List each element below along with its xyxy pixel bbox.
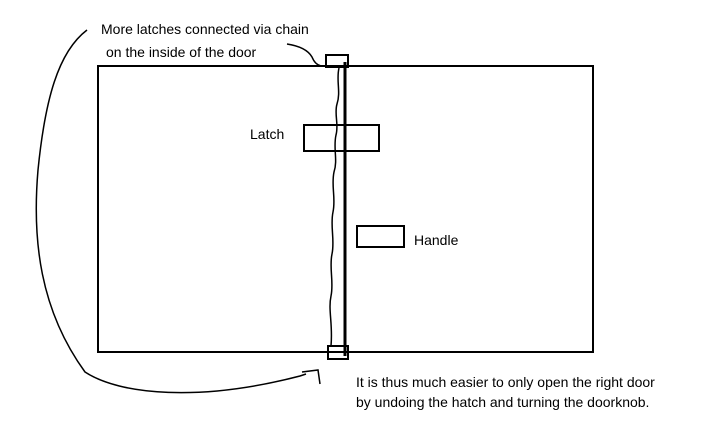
top-latch-box — [325, 54, 349, 68]
arrowhead-icon — [301, 369, 321, 385]
top-pointer-arrow — [286, 43, 322, 67]
curved-arrow — [35, 29, 307, 394]
handle-label: Handle — [414, 232, 459, 248]
annotation-bottom-line-1: It is thus much easier to only open the … — [356, 374, 655, 390]
chain-line — [329, 67, 340, 347]
door-handle — [356, 225, 405, 248]
annotation-top-line-1: More latches connected via chain — [101, 21, 309, 37]
latch-bar — [303, 124, 380, 152]
annotation-bottom-line-2: by undoing the hatch and turning the doo… — [356, 394, 650, 410]
bottom-latch-box — [327, 345, 349, 360]
annotation-top-line-2: on the inside of the door — [106, 44, 257, 60]
latch-label: Latch — [250, 126, 285, 142]
